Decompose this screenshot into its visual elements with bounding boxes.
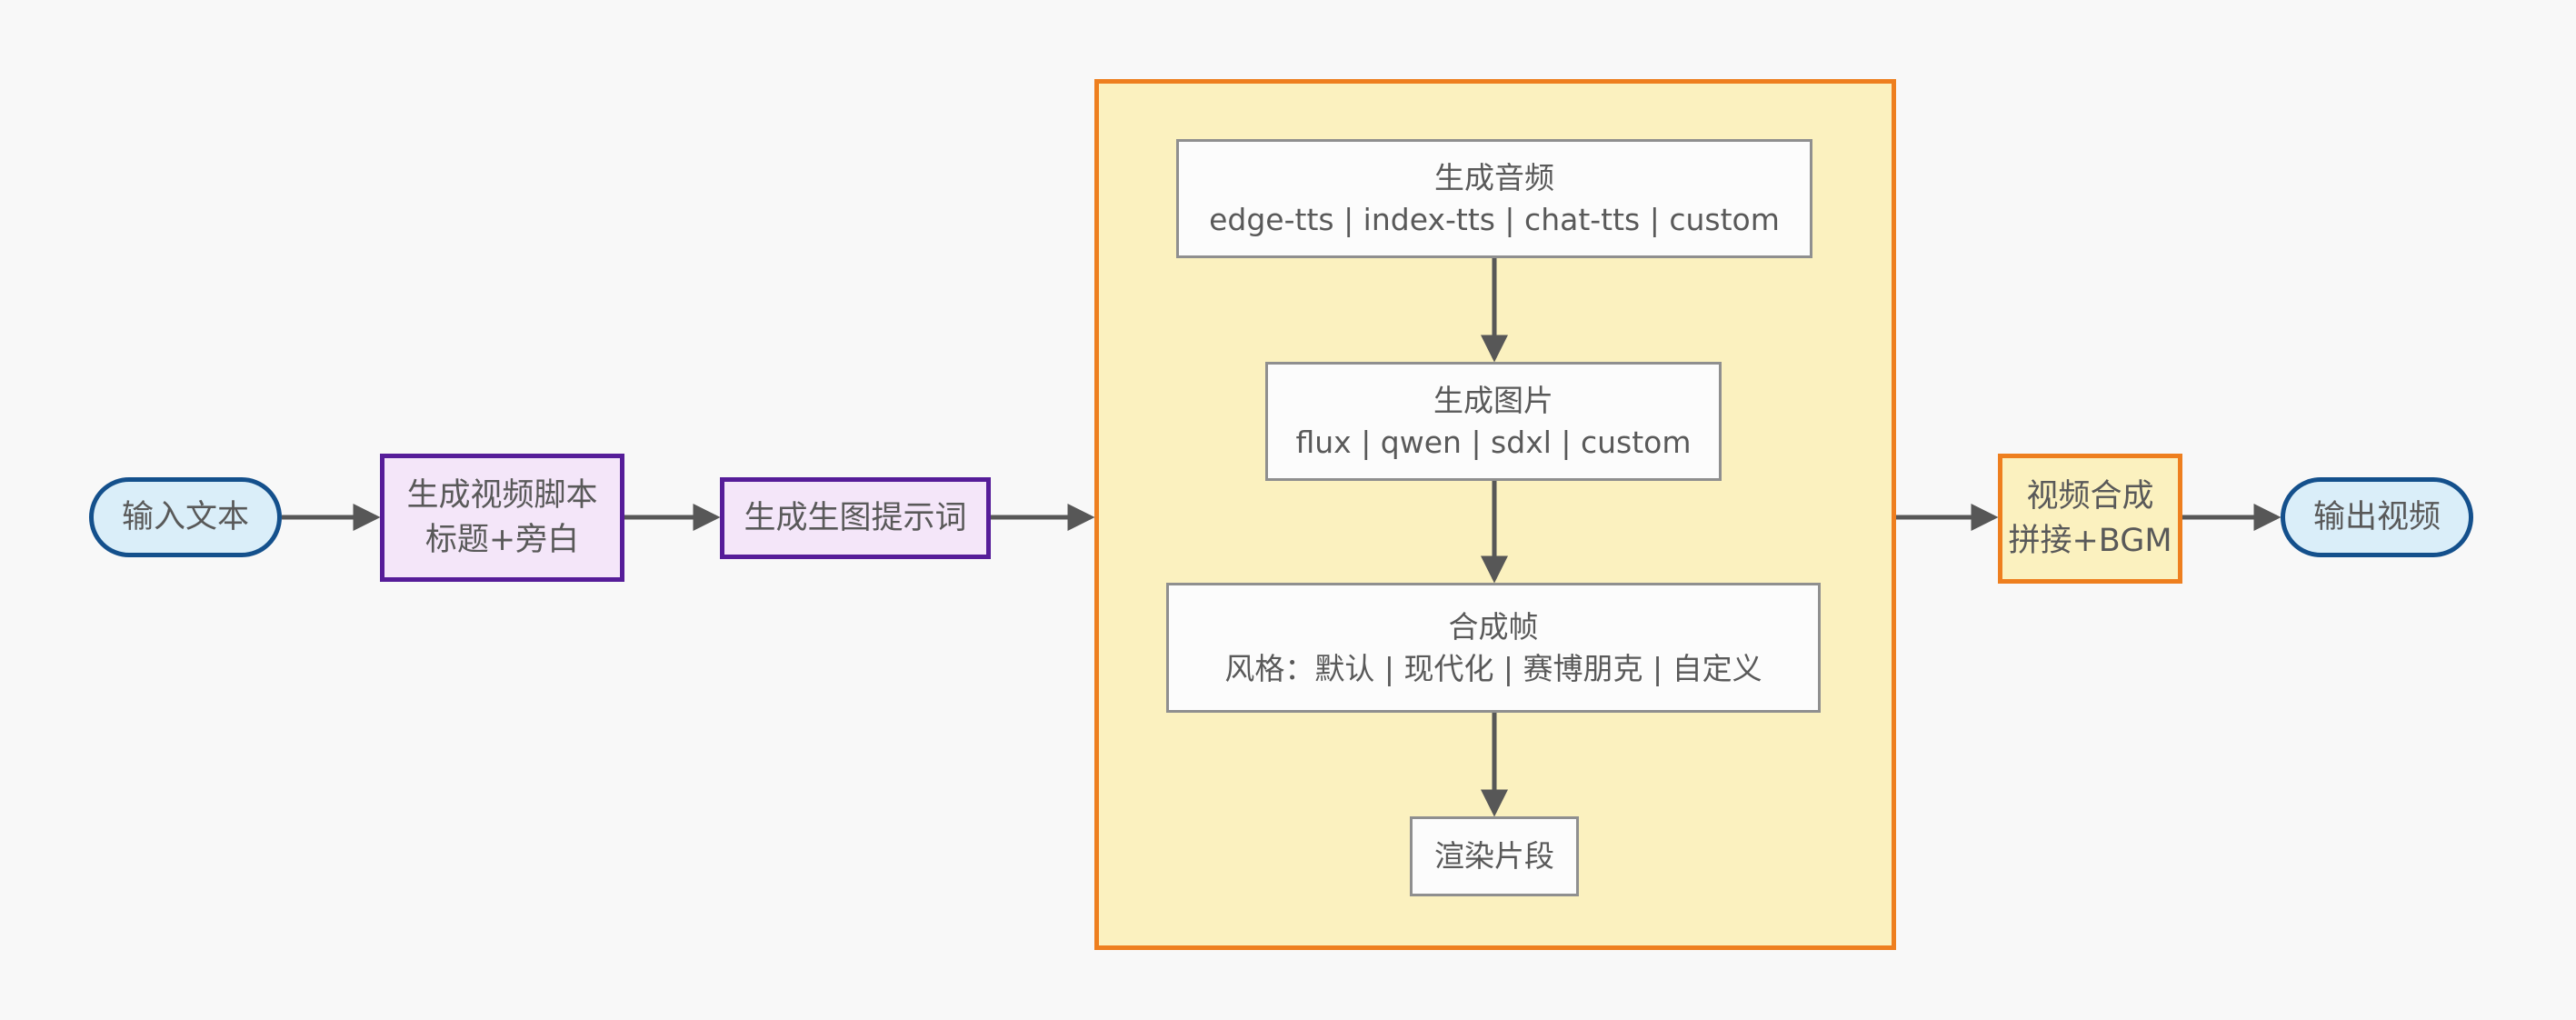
node-video-compose: 视频合成 拼接+BGM <box>1998 454 2182 584</box>
node-generate-audio-title: 生成音频 <box>1434 159 1554 195</box>
node-video-compose-line2: 拼接+BGM <box>2008 522 2172 559</box>
node-input-text-label: 输入文本 <box>121 498 249 535</box>
node-video-compose-line1: 视频合成 <box>2026 478 2154 515</box>
node-output-video-label: 输出视频 <box>2312 498 2441 535</box>
node-input-text: 输入文本 <box>89 477 282 557</box>
node-render-clips: 渲染片段 <box>1410 816 1579 896</box>
node-compose-frames: 合成帧 风格：默认 | 现代化 | 赛博朋克 | 自定义 <box>1166 583 1821 713</box>
node-generate-image-title: 生成图片 <box>1433 382 1553 418</box>
node-generate-script-line2: 标题+旁白 <box>424 521 580 558</box>
node-generate-image-prompt: 生成生图提示词 <box>720 477 991 559</box>
node-generate-script-line1: 生成视频脚本 <box>406 477 598 515</box>
node-generate-audio: 生成音频 edge-tts | index-tts | chat-tts | c… <box>1176 139 1812 258</box>
node-generate-image-prompt-label: 生成生图提示词 <box>744 499 967 536</box>
node-output-video: 输出视频 <box>2281 477 2473 557</box>
node-compose-frames-title: 合成帧 <box>1448 608 1539 645</box>
node-generate-image: 生成图片 flux | qwen | sdxl | custom <box>1265 362 1722 481</box>
node-generate-audio-options: edge-tts | index-tts | chat-tts | custom <box>1209 201 1780 237</box>
node-compose-frames-options: 风格：默认 | 现代化 | 赛博朋克 | 自定义 <box>1224 650 1762 686</box>
node-generate-image-options: flux | qwen | sdxl | custom <box>1295 424 1692 460</box>
node-render-clips-label: 渲染片段 <box>1434 838 1554 875</box>
node-generate-script: 生成视频脚本 标题+旁白 <box>380 454 624 582</box>
